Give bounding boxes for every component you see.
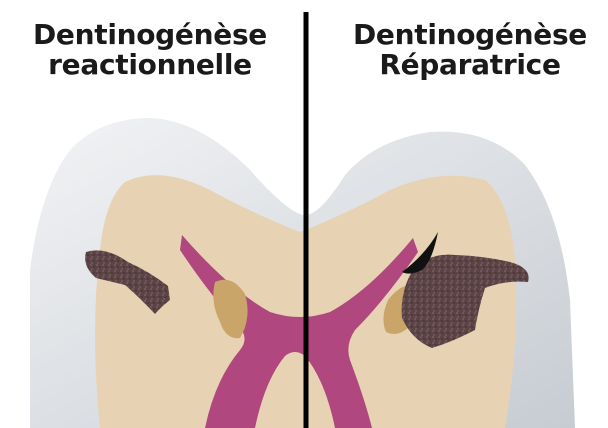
right-title-line1: Dentinogénèse xyxy=(320,20,608,50)
right-panel-title: Dentinogénèse Réparatrice xyxy=(320,20,608,80)
left-panel-title: Dentinogénèse reactionnelle xyxy=(0,20,300,80)
left-title-line2: reactionnelle xyxy=(0,50,300,80)
left-title-line1: Dentinogénèse xyxy=(0,20,300,50)
right-title-line2: Réparatrice xyxy=(320,50,608,80)
